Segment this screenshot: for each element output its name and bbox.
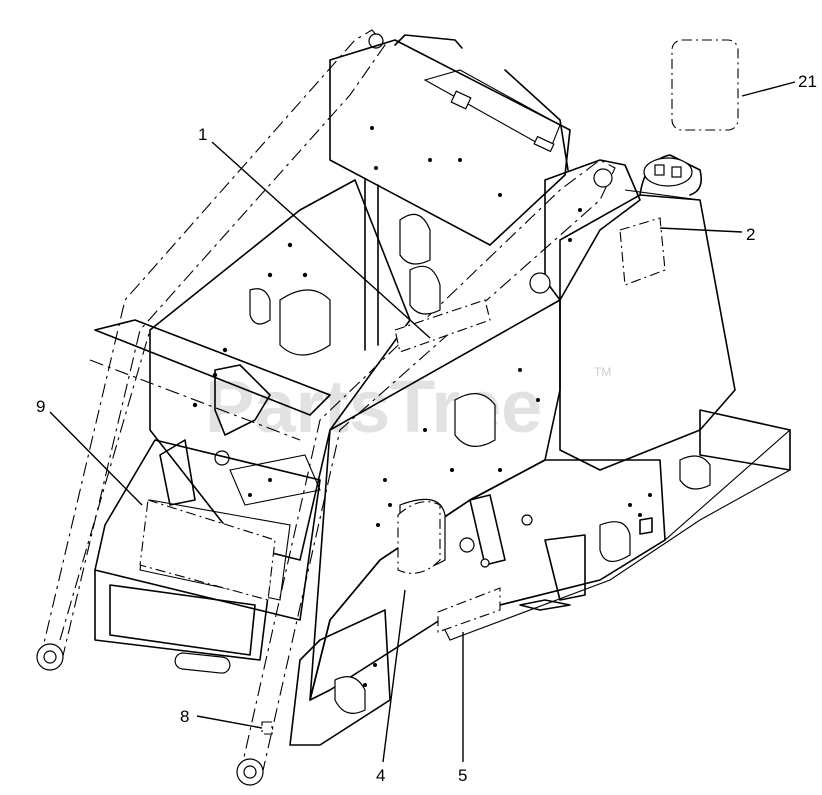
fuel-tank	[559, 154, 736, 471]
side-panel-left	[149, 179, 411, 561]
leader-lines	[49, 81, 796, 763]
decal-part-4	[397, 501, 441, 574]
decal-part-9	[139, 499, 276, 601]
callout-2: 2	[746, 225, 755, 244]
decal-part-21	[671, 39, 739, 131]
callout-1: 1	[198, 125, 207, 144]
cross-tube	[89, 319, 331, 441]
front-mount-plate	[94, 439, 321, 674]
decal-part-8	[261, 721, 273, 735]
decal-part-2	[619, 217, 666, 286]
decal-part-5	[437, 587, 501, 633]
callout-4: 4	[376, 766, 385, 785]
callout-8: 8	[180, 707, 189, 726]
callout-21: 21	[798, 72, 817, 91]
tower-frame	[329, 34, 571, 351]
watermark-trademark: TM	[594, 365, 611, 379]
callout-5: 5	[458, 766, 467, 785]
callout-9: 9	[36, 397, 45, 416]
pivot-tower	[529, 159, 641, 301]
loader-arm-right	[236, 159, 616, 786]
decal-part-1	[394, 299, 491, 353]
